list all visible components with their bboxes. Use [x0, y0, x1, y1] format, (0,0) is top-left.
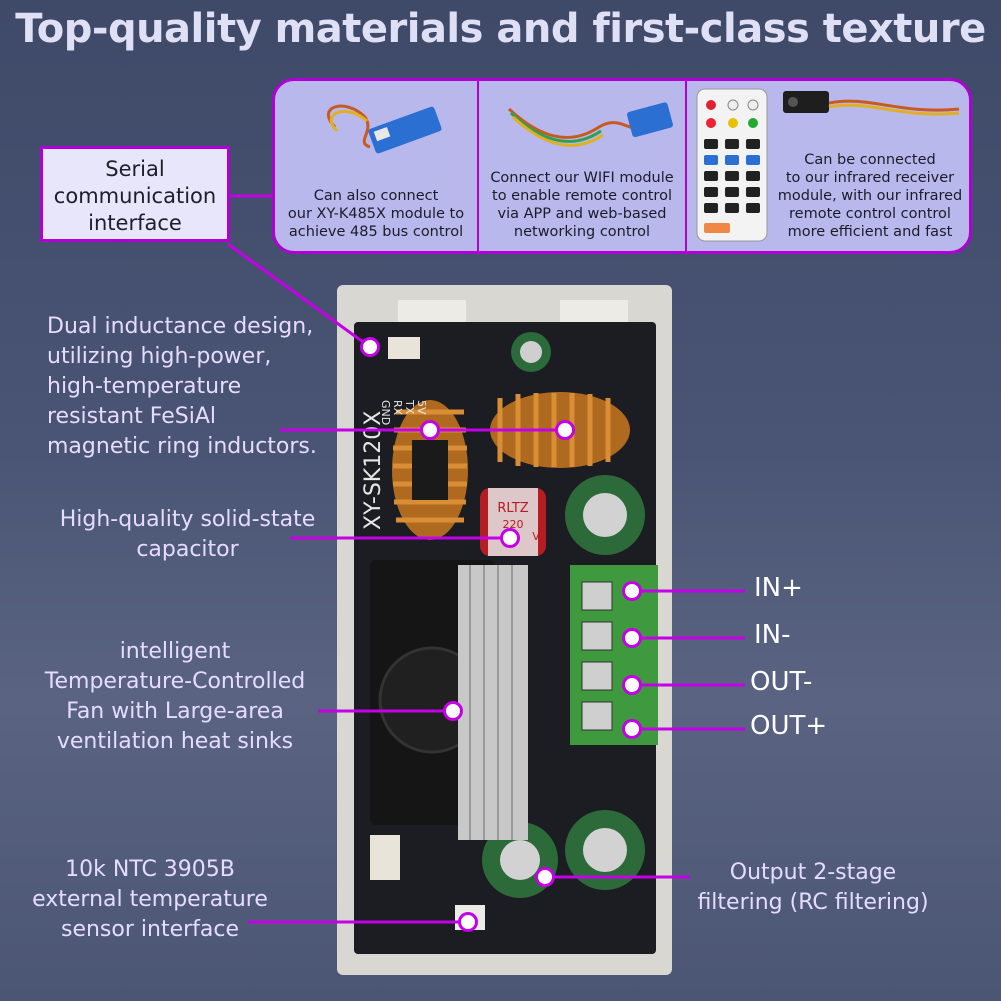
pin-label-tx: TX: [403, 399, 416, 415]
capacitor-marker: [500, 528, 520, 548]
terminal-out-minus-marker: [622, 675, 642, 695]
module-caption-485: Can also connect our XY-K485X module to …: [275, 187, 477, 241]
label-line: intelligent: [119, 639, 231, 664]
fan-feature-label: intelligent Temperature-Controlled Fan w…: [30, 637, 320, 757]
serial-port-marker: [360, 337, 380, 357]
label-line: Dual inductance design,: [47, 314, 314, 339]
terminal-label-in-minus: IN-: [754, 620, 791, 650]
label-line: high-temperature: [47, 374, 242, 399]
terminal-label-in-plus: IN+: [754, 573, 803, 603]
serial-interface-callout: Serial communication interface: [40, 146, 230, 242]
module-card-wifi: Connect our WIFI module to enable remote…: [479, 81, 687, 251]
caption-line: via APP and web-based: [497, 206, 667, 222]
cap-value: 220: [503, 518, 524, 531]
module-card-infrared: Can be connected to our infrared receive…: [687, 81, 969, 251]
caption-line: Can also connect: [313, 188, 439, 204]
caption-line: module, with our infrared: [777, 188, 963, 204]
label-line: ventilation heat sinks: [56, 729, 294, 754]
caption-line: more efficient and fast: [787, 224, 953, 240]
terminal-label-out-minus: OUT-: [750, 667, 813, 697]
pin-label-rx: RX: [391, 400, 404, 416]
terminal-label-out-plus: OUT+: [750, 711, 828, 741]
caption-line: achieve 485 bus control: [288, 224, 464, 240]
caption-line: to enable remote control: [492, 188, 672, 204]
label-line: filtering (RC filtering): [697, 890, 929, 915]
filter-marker: [535, 867, 555, 887]
module-caption-wifi: Connect our WIFI module to enable remote…: [479, 169, 685, 241]
inductor-feature-label: Dual inductance design, utilizing high-p…: [47, 312, 317, 462]
label-line: magnetic ring inductors.: [47, 434, 317, 459]
label-line: resistant FeSiAl: [47, 404, 217, 429]
label-line: sensor interface: [60, 917, 240, 942]
remote-control-image: [696, 88, 768, 242]
terminal-in-plus-marker: [622, 581, 642, 601]
module-caption-infrared: Can be connected to our infrared receive…: [771, 151, 969, 241]
terminal-out-plus-marker: [622, 719, 642, 739]
cap-voltage: V: [532, 530, 540, 543]
caption-line: remote control control: [789, 206, 951, 222]
rs485-module-image: [327, 104, 442, 154]
callout-line: Serial: [105, 157, 165, 181]
caption-line: to our infrared receiver: [785, 170, 955, 186]
label-line: High-quality solid-state: [59, 507, 316, 532]
label-line: Fan with Large-area: [66, 699, 284, 724]
label-line: capacitor: [136, 537, 239, 562]
label-line: external temperature: [32, 887, 268, 912]
ir-receiver-image: [783, 91, 960, 116]
pin-label-5v: 5V: [415, 400, 428, 415]
module-card-485: Can also connect our XY-K485X module to …: [275, 81, 479, 251]
caption-line: Can be connected: [804, 152, 936, 168]
fan-marker: [443, 701, 463, 721]
label-line: Temperature-Controlled: [44, 669, 306, 694]
callout-line: communication: [53, 184, 217, 208]
label-line: Output 2-stage: [729, 860, 897, 885]
accessory-modules-panel: Can also connect our XY-K485X module to …: [272, 78, 972, 254]
cap-brand: RLTZ: [497, 501, 528, 516]
callout-line: interface: [88, 211, 182, 235]
caption-line: networking control: [513, 224, 651, 240]
inductor-left-marker: [420, 420, 440, 440]
filter-feature-label: Output 2-stage filtering (RC filtering): [688, 858, 938, 918]
capacitor-feature-label: High-quality solid-state capacitor: [50, 505, 325, 565]
terminal-in-minus-marker: [622, 628, 642, 648]
caption-line: our XY-K485X module to: [287, 206, 465, 222]
wifi-module-image: [507, 102, 673, 147]
caption-line: Connect our WIFI module: [490, 170, 674, 186]
pin-label-gnd: GND: [379, 400, 392, 425]
label-line: 10k NTC 3905B: [65, 857, 235, 882]
headline: Top-quality materials and first-class te…: [15, 6, 986, 52]
ntc-feature-label: 10k NTC 3905B external temperature senso…: [20, 855, 280, 945]
label-line: utilizing high-power,: [47, 344, 272, 369]
ntc-marker: [458, 912, 478, 932]
inductor-right-marker: [555, 420, 575, 440]
